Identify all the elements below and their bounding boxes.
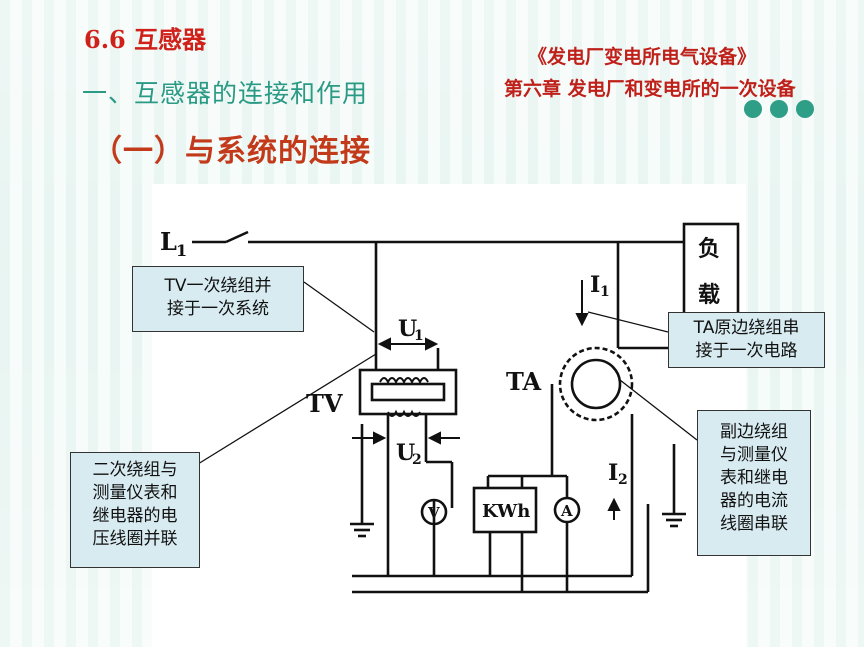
- u2-label: U: [396, 440, 415, 466]
- i1-label: I: [590, 272, 600, 298]
- i2-label: I: [608, 460, 618, 486]
- callout-line: 器的电流: [720, 491, 788, 511]
- callout-line: TA原边绕组串: [693, 318, 800, 338]
- callout-line: 与测量仪: [720, 445, 788, 465]
- callout-line: 接于一次电路: [695, 341, 798, 361]
- slide-heading: （一）与系统的连接: [92, 134, 371, 169]
- section-subtitle: 一、互感器的连接和作用: [82, 79, 369, 108]
- callout-line: 副边绕组: [720, 422, 788, 442]
- book-title: 《发电厂变电所电气设备》: [528, 46, 757, 68]
- ta-label: TA: [506, 367, 542, 396]
- u1-label: U: [398, 316, 417, 342]
- callout-line: TV一次绕组并: [164, 276, 272, 296]
- callout-line: 压线圈并联: [92, 529, 178, 549]
- kwh-box: [472, 486, 538, 534]
- ammeter-label: A: [560, 502, 573, 520]
- u1-sub: 1: [414, 328, 424, 344]
- callout-line: 接于一次系统: [167, 299, 269, 319]
- callout-tv-primary: TV一次绕组并 接于一次系统: [132, 266, 304, 332]
- dot-icon: [796, 100, 814, 118]
- load-label-1: 负: [698, 236, 720, 262]
- callout-line: 表和继电: [720, 468, 788, 488]
- callout-line: 测量仪表和: [92, 483, 178, 503]
- circuit-diagram-svg: L 1 负 载 TV TA U 1 U 2 I 1 I 2 V A KWh: [160, 222, 740, 594]
- i2-sub: 2: [618, 472, 628, 488]
- line-label: L: [160, 227, 177, 256]
- tv-label: TV: [306, 389, 343, 418]
- load-label-2: 载: [698, 282, 720, 308]
- callout-line: 线圈串联: [720, 514, 788, 534]
- dot-icon: [744, 100, 762, 118]
- line-sub: 1: [176, 241, 187, 260]
- u2-sub: 2: [412, 452, 422, 468]
- section-number: 6.6 互感器: [84, 25, 207, 54]
- callout-secondary-voltage: 二次绕组与 测量仪表和 继电器的电 压线圈并联: [70, 452, 200, 568]
- kwh-label: KWh: [482, 501, 530, 522]
- callout-ta-primary: TA原边绕组串 接于一次电路: [668, 312, 825, 368]
- decorative-dots: [744, 100, 824, 120]
- callout-line: 继电器的电: [92, 506, 178, 526]
- voltmeter-label: V: [427, 504, 440, 522]
- voltmeter-circle: [420, 498, 448, 526]
- tv-core: [358, 368, 458, 416]
- circuit-diagram: L 1 负 载 TV TA U 1 U 2 I 1 I 2 V A KWh: [152, 184, 746, 647]
- callout-secondary-current: 副边绕组 与测量仪 表和继电 器的电流 线圈串联: [697, 410, 811, 556]
- callout-line: 二次绕组与: [92, 460, 178, 480]
- switch-blade: [225, 230, 249, 244]
- chapter-title: 第六章 发电厂和变电所的一次设备: [504, 78, 796, 100]
- i1-sub: 1: [600, 284, 610, 300]
- dot-icon: [770, 100, 788, 118]
